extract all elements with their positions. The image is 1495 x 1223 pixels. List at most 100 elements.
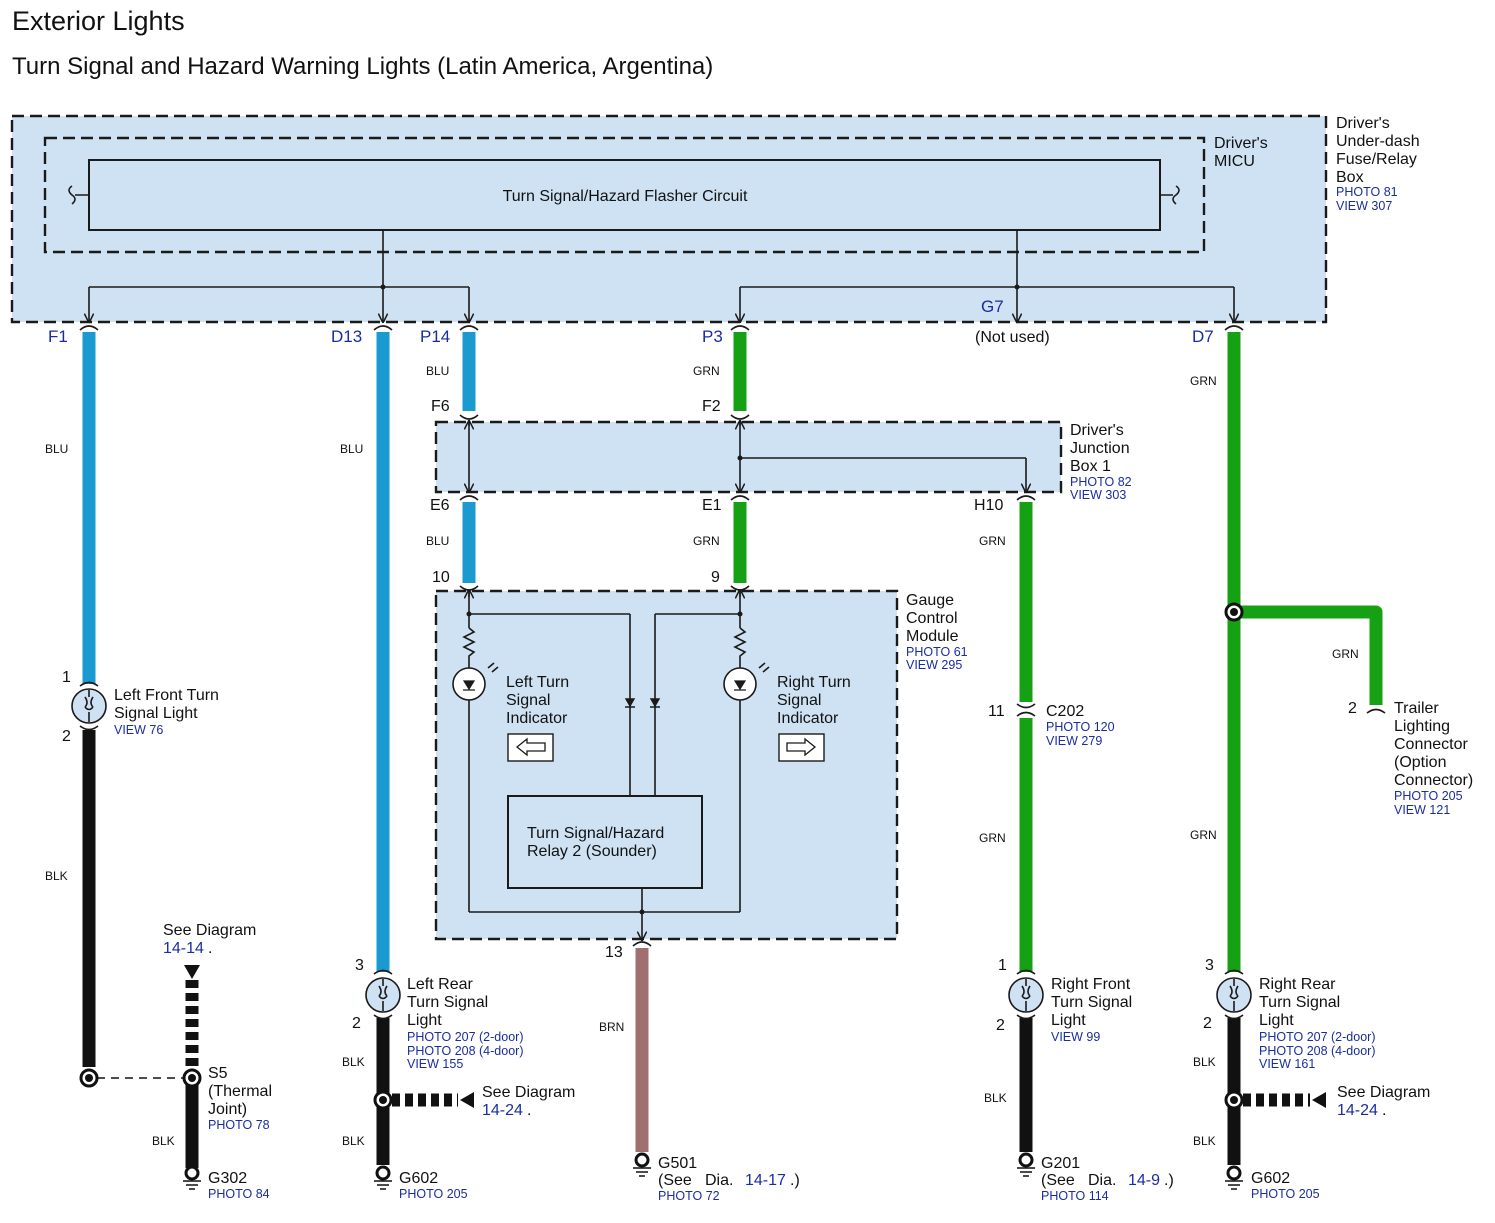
svg-text:14-24: 14-24 (1337, 1102, 1378, 1119)
pin-h10: H10 (974, 497, 1003, 514)
svg-text:VIEW 307: VIEW 307 (1336, 199, 1392, 213)
svg-text:GRN: GRN (979, 831, 1006, 845)
svg-text:Joint): Joint) (208, 1101, 247, 1118)
right-turn-indicator-lamp-icon (723, 662, 770, 701)
ground-g501-icon (633, 1152, 651, 1177)
right-front-pin-top: 1 (998, 957, 1007, 974)
svg-text:Turn Signal: Turn Signal (1259, 994, 1340, 1011)
svg-text:Under-dash: Under-dash (1336, 133, 1420, 150)
svg-text:See Diagram: See Diagram (163, 922, 256, 939)
svg-text:Box 1: Box 1 (1070, 458, 1111, 475)
svg-text:BLU: BLU (426, 534, 449, 548)
sounder-relay-box (507, 795, 703, 889)
svg-text:Indicator: Indicator (777, 710, 839, 727)
svg-text:Light: Light (1051, 1012, 1086, 1029)
svg-text:Trailer: Trailer (1394, 700, 1439, 717)
svg-text:Right Turn: Right Turn (777, 674, 851, 691)
svg-text:G602: G602 (399, 1170, 438, 1187)
junction-box (434, 420, 1063, 494)
see-diagram-s5-label: See Diagram 14-14 . (163, 922, 256, 957)
gauge-control-module-label: Gauge Control Module PHOTO 61 VIEW 295 (906, 592, 968, 672)
trailer-connector-label: Trailer Lighting Connector (Option Conne… (1394, 700, 1473, 817)
svg-text:VIEW 99: VIEW 99 (1051, 1030, 1100, 1044)
left-front-bulb-icon (71, 681, 107, 731)
svg-text:G201: G201 (1041, 1155, 1080, 1172)
pin-f1: F1 (48, 327, 68, 346)
svg-text:VIEW 121: VIEW 121 (1394, 803, 1450, 817)
flasher-circuit-label: Turn Signal/Hazard Flasher Circuit (503, 188, 748, 205)
svg-text:Relay 2 (Sounder): Relay 2 (Sounder) (527, 843, 657, 860)
svg-text:Left Front Turn: Left Front Turn (114, 687, 219, 704)
svg-text:PHOTO 205: PHOTO 205 (1394, 789, 1463, 803)
svg-text:PHOTO 82: PHOTO 82 (1070, 475, 1132, 489)
svg-text:BLU: BLU (426, 364, 449, 378)
right-rear-label: Right Rear Turn Signal Light PHOTO 207 (… (1259, 976, 1375, 1071)
fuse-box-label: Driver's Under-dash Fuse/Relay Box PHOTO… (1336, 115, 1420, 213)
svg-text:VIEW 303: VIEW 303 (1070, 488, 1126, 502)
svg-text:VIEW 76: VIEW 76 (114, 723, 163, 737)
s5-label: S5 (Thermal Joint) PHOTO 78 (208, 1065, 272, 1132)
svg-text:PHOTO 205: PHOTO 205 (399, 1187, 468, 1201)
pin-g7: G7 (981, 297, 1004, 316)
right-front-pin-bottom: 2 (996, 1017, 1005, 1034)
ground-g302-icon (183, 1165, 201, 1190)
svg-text:Driver's: Driver's (1070, 422, 1124, 439)
svg-text:Junction: Junction (1070, 440, 1130, 457)
svg-text:VIEW 155: VIEW 155 (407, 1057, 463, 1071)
svg-text:PHOTO 81: PHOTO 81 (1336, 185, 1398, 199)
svg-text:G302: G302 (208, 1170, 247, 1187)
right-rear-pin-bottom: 2 (1203, 1015, 1212, 1032)
svg-text:BLK: BLK (152, 1134, 175, 1148)
svg-text:(Thermal: (Thermal (208, 1083, 272, 1100)
left-rear-label: Left Rear Turn Signal Light PHOTO 207 (2… (407, 976, 523, 1071)
svg-text:14-17: 14-17 (745, 1172, 786, 1189)
svg-text:Signal: Signal (777, 692, 821, 709)
svg-text:PHOTO 208 (4-door): PHOTO 208 (4-door) (407, 1044, 523, 1058)
right-arrow-icon (778, 733, 825, 762)
svg-text:PHOTO 84: PHOTO 84 (208, 1187, 270, 1201)
left-rear-pin-top: 3 (355, 957, 364, 974)
svg-text:C202: C202 (1046, 703, 1084, 720)
svg-text:GRN: GRN (693, 364, 720, 378)
ground-g602-right-label: G602 PHOTO 205 (1251, 1170, 1320, 1201)
svg-text:BLK: BLK (45, 869, 68, 883)
svg-text:Right Rear: Right Rear (1259, 976, 1336, 993)
sounder-relay-label: Turn Signal/Hazard Relay 2 (Sounder) (527, 825, 664, 860)
left-rear-pin-bottom: 2 (352, 1015, 361, 1032)
svg-text:See Diagram: See Diagram (1337, 1084, 1430, 1101)
svg-text:BLK: BLK (1193, 1134, 1216, 1148)
svg-text:G501: G501 (658, 1155, 697, 1172)
svg-text:GRN: GRN (693, 534, 720, 548)
svg-text:PHOTO 207 (2-door): PHOTO 207 (2-door) (1259, 1030, 1375, 1044)
svg-text:VIEW 161: VIEW 161 (1259, 1057, 1315, 1071)
pin-e6: E6 (430, 497, 450, 514)
wire-color-labels: BLU BLK BLU BLK BLK BLU BLU GRN GRN BRN … (45, 364, 1359, 1148)
svg-text:PHOTO 207 (2-door): PHOTO 207 (2-door) (407, 1030, 523, 1044)
pin-p14: P14 (420, 327, 450, 346)
svg-text:BLK: BLK (1193, 1055, 1216, 1069)
left-turn-indicator-label: Left Turn Signal Indicator (506, 674, 569, 727)
left-front-pin-bottom: 2 (62, 728, 71, 745)
gauge-internal-wiring (459, 585, 750, 947)
svg-text:BLU: BLU (45, 442, 68, 456)
c202-connector-icon (1016, 703, 1036, 717)
flasher-right-ground-symbol (1160, 185, 1180, 205)
pin-gauge-10: 10 (432, 569, 450, 586)
splice-points (79, 602, 1244, 1110)
pin-gauge-13: 13 (605, 944, 623, 961)
svg-text:Turn Signal/Hazard: Turn Signal/Hazard (527, 825, 664, 842)
svg-text:PHOTO 208 (4-door): PHOTO 208 (4-door) (1259, 1044, 1375, 1058)
pin-g7-note: (Not used) (975, 329, 1050, 346)
see-diagram-right-rear-arrow (1243, 1092, 1326, 1108)
pin-f2: F2 (702, 398, 721, 415)
svg-text:GRN: GRN (1190, 374, 1217, 388)
svg-text:Connector: Connector (1394, 736, 1468, 753)
svg-text:Turn Signal: Turn Signal (407, 994, 488, 1011)
svg-text:.): .) (790, 1172, 800, 1189)
svg-text:G602: G602 (1251, 1170, 1290, 1187)
svg-text:14-24: 14-24 (482, 1102, 523, 1119)
svg-text:BLU: BLU (340, 442, 363, 456)
ground-g201-label: G201 (See Dia. 14-9 .) PHOTO 114 (1041, 1155, 1174, 1203)
svg-text:Module: Module (906, 628, 959, 645)
wire-grn-trailer (1234, 605, 1383, 705)
